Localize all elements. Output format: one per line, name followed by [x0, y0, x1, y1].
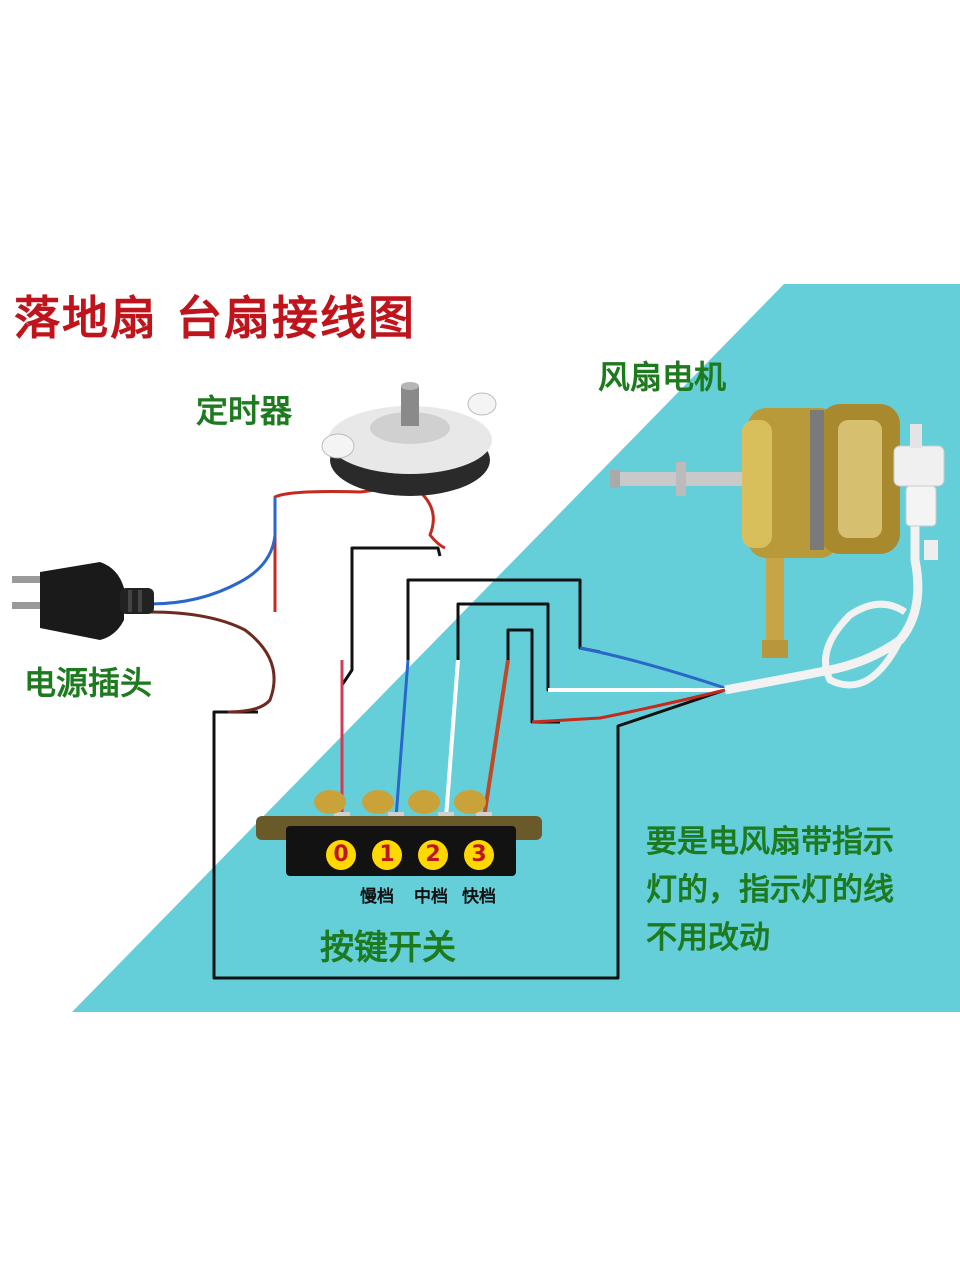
- brown-wire-plug: [149, 610, 276, 714]
- switch-position-3[interactable]: 3: [464, 840, 494, 870]
- note-line-1: 要是电风扇带指示: [646, 824, 894, 860]
- plug-label: 电源插头: [24, 664, 153, 702]
- red-wire-to-motor: [531, 688, 726, 724]
- switch-label: 按键开关: [320, 928, 456, 968]
- blue-wire-plug: [149, 497, 277, 606]
- note-line-2: 灯的，指示灯的线: [646, 872, 894, 908]
- fan-motor-icon: [610, 404, 945, 658]
- wires: [149, 470, 923, 980]
- power-plug-icon: [12, 562, 154, 640]
- motor-cable-loop: [822, 600, 907, 689]
- motor-cable: [724, 470, 923, 695]
- timer-label: 定时器: [196, 392, 293, 430]
- switch-position-2[interactable]: 2: [418, 840, 448, 870]
- white-lead-switch2: [444, 659, 460, 819]
- switch-position-0[interactable]: 0: [326, 840, 356, 870]
- speed-label-medium: 中档: [414, 887, 448, 907]
- motor-label: 风扇电机: [598, 358, 727, 396]
- timer-icon: [321, 382, 497, 496]
- switch-position-1[interactable]: 1: [372, 840, 402, 870]
- black-return-wire: [212, 688, 726, 980]
- speed-label-slow: 慢档: [360, 887, 394, 907]
- blue-lead-switch1: [394, 659, 410, 819]
- indicator-light-note: 要是电风扇带指示 灯的，指示灯的线 不用改动: [646, 818, 956, 962]
- blue-wire-to-motor: [579, 646, 726, 690]
- page-title: 落地扇 台扇接线图: [14, 291, 417, 345]
- brown-lead-switch3: [482, 659, 510, 819]
- speed-label-fast: 快档: [462, 887, 496, 907]
- note-line-3: 不用改动: [646, 920, 770, 956]
- red-wire-timer-out: [418, 490, 446, 550]
